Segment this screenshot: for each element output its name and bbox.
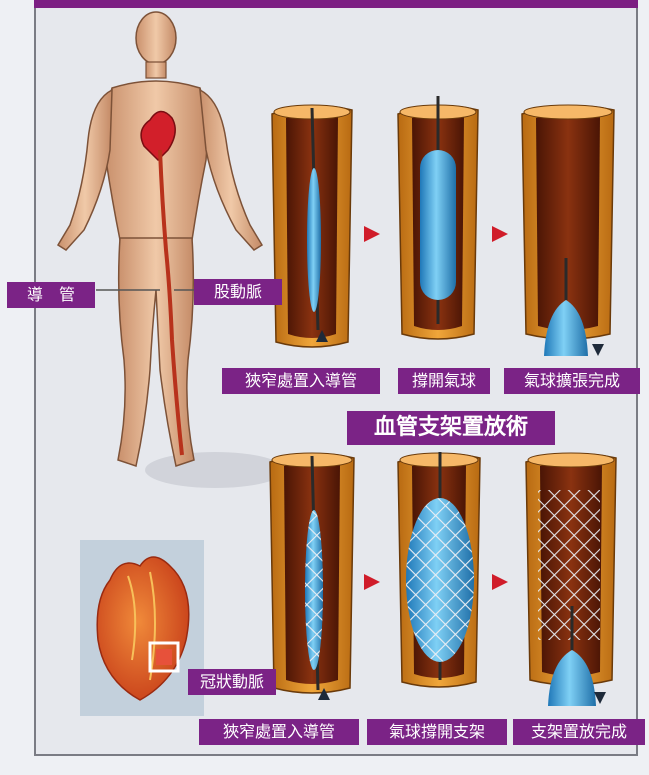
arrow-right-icon (492, 574, 508, 590)
balloon-inflated (420, 150, 456, 300)
heart-thumbnail (80, 540, 204, 716)
label-balloon-step-2: 撐開氣球 (398, 368, 490, 394)
human-figure (58, 12, 285, 488)
label-balloon-step-3: 氣球擴張完成 (504, 368, 640, 394)
label-stent-step-3: 支架置放完成 (513, 719, 645, 745)
arrow-down-icon (592, 344, 604, 356)
arrow-right-icon (492, 226, 508, 242)
label-stent-step-2: 氣球撐開支架 (367, 719, 507, 745)
label-catheter: 導 管 (7, 282, 95, 308)
vessel-illustrations (270, 96, 616, 706)
stent-deployed (538, 490, 600, 640)
diagram-title: 血管支架置放術 (347, 411, 555, 445)
label-balloon-step-1: 狹窄處置入導管 (222, 368, 380, 394)
arrow-right-icon (364, 226, 380, 242)
label-coronary-artery: 冠狀動脈 (188, 669, 276, 695)
arrow-right-icon (364, 574, 380, 590)
label-femoral-artery: 股動脈 (194, 279, 282, 305)
arrow-down-icon (594, 692, 606, 704)
catheter-balloon-deflated (307, 168, 321, 312)
label-stent-step-1: 狹窄處置入導管 (199, 719, 359, 745)
